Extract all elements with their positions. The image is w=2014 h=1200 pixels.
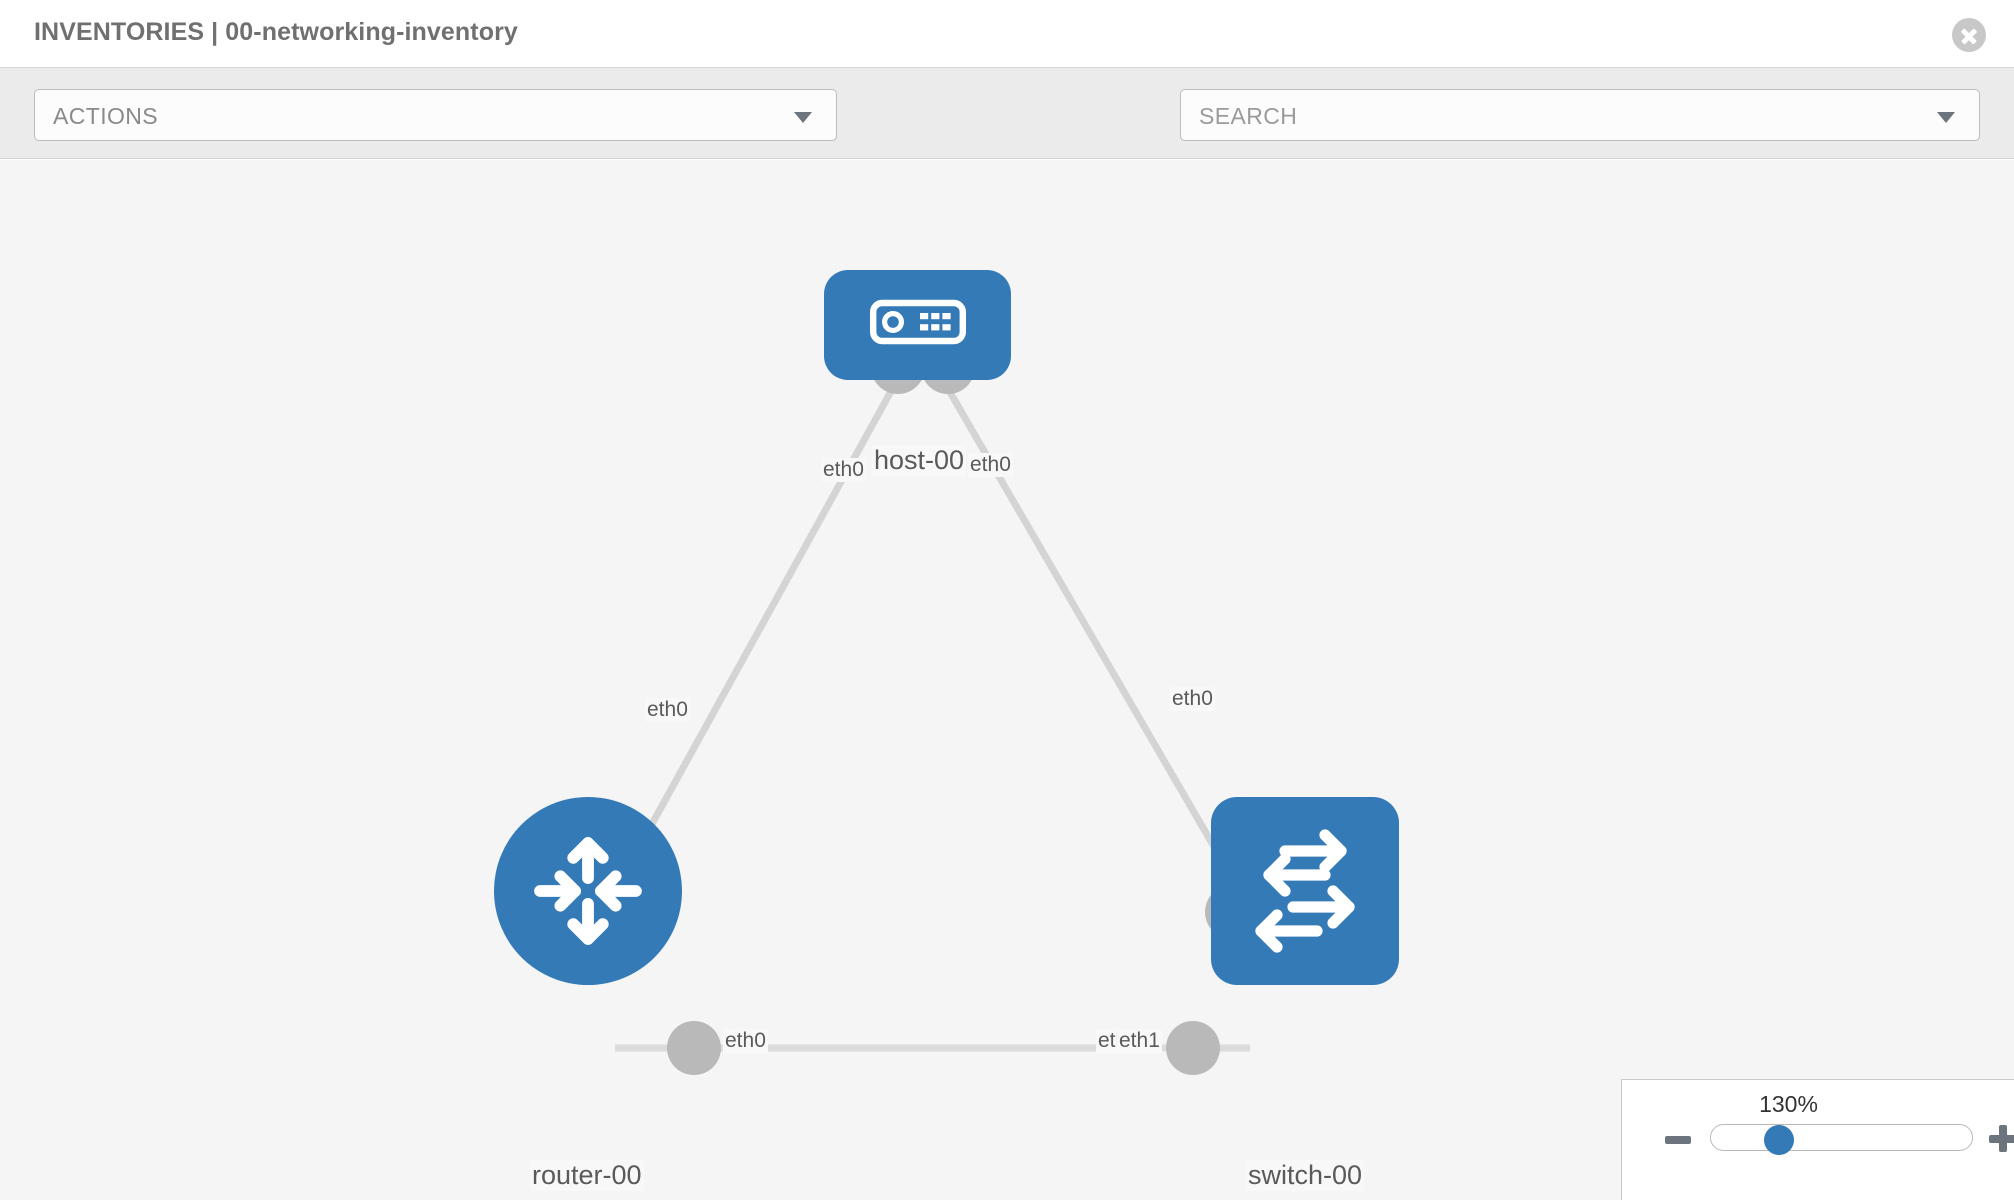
link-host-router (606, 373, 904, 902)
chevron-down-icon (794, 112, 812, 123)
search-placeholder: SEARCH (1199, 103, 1298, 129)
node-router-00[interactable] (494, 797, 682, 985)
node-host-00[interactable] (824, 270, 1011, 380)
zoom-slider-track[interactable] (1710, 1124, 1973, 1151)
iface-label-router-upper: eth0 (645, 698, 690, 722)
connector-switch-left (1166, 1021, 1220, 1075)
iface-label-router-right: eth0 (723, 1029, 768, 1053)
zoom-out-button[interactable] (1665, 1136, 1691, 1144)
search-input[interactable]: SEARCH (1180, 89, 1980, 141)
close-icon[interactable] (1952, 18, 1986, 52)
server-icon (869, 299, 966, 345)
topology-canvas[interactable]: host-00 router-00 switch-00 eth0 eth0 et… (0, 160, 2014, 1200)
zoom-in-button[interactable] (1989, 1125, 2014, 1152)
node-label-router-00: router-00 (530, 1160, 644, 1191)
page-title: INVENTORIES | 00-networking-inventory (34, 18, 518, 46)
toolbar: ACTIONS SEARCH (0, 68, 2014, 207)
connector-router-right (667, 1021, 721, 1075)
zoom-level-value: 130% (1759, 1091, 1818, 1117)
iface-label-host-right: eth0 (968, 453, 1013, 477)
page-header: INVENTORIES | 00-networking-inventory (0, 0, 2014, 68)
switch-icon (1255, 829, 1355, 953)
iface-label-host-left: eth0 (821, 458, 866, 482)
iface-label-switch-upper: eth0 (1170, 687, 1215, 711)
router-icon (534, 837, 642, 945)
actions-dropdown[interactable]: ACTIONS (34, 89, 837, 141)
zoom-control-panel: 130% (1621, 1079, 2014, 1200)
node-label-host-00: host-00 (872, 445, 967, 476)
node-switch-00[interactable] (1211, 797, 1399, 985)
iface-label-switch-left: eth1 (1117, 1029, 1162, 1053)
node-label-switch-00: switch-00 (1246, 1160, 1365, 1191)
chevron-down-icon[interactable] (1937, 112, 1955, 123)
zoom-slider-handle[interactable] (1764, 1125, 1794, 1155)
actions-dropdown-label: ACTIONS (53, 103, 159, 129)
